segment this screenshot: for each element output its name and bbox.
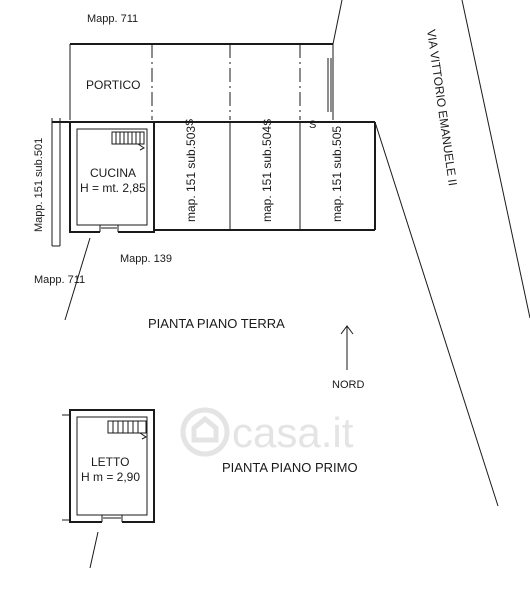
label-s-505: S	[309, 119, 316, 131]
label-portico: PORTICO	[86, 78, 140, 92]
label-mapp-711-left: Mapp. 711	[34, 274, 85, 286]
first-floor-plan	[62, 409, 155, 524]
label-sub503: map. 151 sub.503	[184, 126, 198, 222]
label-mapp-139: Mapp. 139	[120, 253, 172, 265]
watermark-text: casa.it	[232, 409, 354, 456]
ground-floor-plan	[51, 0, 530, 569]
label-cucina-height: H = mt. 2,85	[80, 181, 146, 195]
label-s-503: S	[184, 119, 196, 126]
label-cucina: CUCINA	[90, 166, 136, 180]
label-sub505: map. 151 sub.505	[330, 126, 344, 222]
label-pianta-piano-terra: PIANTA PIANO TERRA	[148, 316, 285, 331]
label-nord: NORD	[332, 379, 364, 391]
label-pianta-piano-primo: PIANTA PIANO PRIMO	[222, 460, 358, 475]
house-icon	[180, 407, 230, 457]
label-via-vittorio-emanuele: VIA VITTORIO EMANUELE II	[424, 28, 460, 186]
label-sub504: map. 151 sub.504	[260, 126, 274, 222]
label-mapp-711-top: Mapp. 711	[87, 13, 138, 25]
label-letto: LETTO	[91, 455, 129, 469]
label-s-504: S	[262, 119, 274, 126]
watermark: casa.it	[180, 407, 354, 457]
label-sub501: Mapp. 151 sub.501	[33, 138, 45, 232]
label-letto-height: H m = 2,90	[81, 470, 140, 484]
